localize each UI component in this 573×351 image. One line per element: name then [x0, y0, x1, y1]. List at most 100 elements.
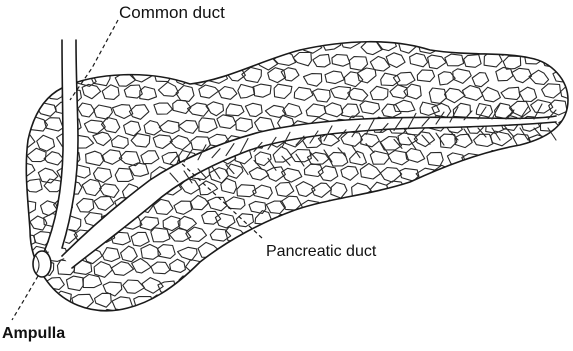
- lobule: [144, 121, 162, 135]
- lobule: [154, 69, 172, 82]
- lobule: [313, 89, 331, 102]
- lobule: [464, 55, 482, 68]
- lobule: [37, 296, 57, 309]
- lobule: [445, 54, 464, 66]
- lobule: [448, 180, 469, 195]
- lobule: [463, 86, 483, 101]
- lobule: [170, 259, 186, 272]
- duct-branch: [380, 142, 388, 154]
- lobule: [408, 182, 426, 197]
- lobule: [179, 276, 195, 288]
- pancreatic-duct-label: Pancreatic duct: [266, 243, 376, 261]
- lobule: [505, 280, 522, 294]
- lobule: [380, 168, 401, 183]
- duct-branch: [282, 156, 290, 165]
- lobule: [492, 296, 509, 310]
- lobule: [77, 198, 94, 212]
- lobule-texture: [14, 35, 573, 327]
- lobule: [432, 196, 452, 210]
- lobule: [120, 55, 138, 68]
- lobule: [341, 166, 358, 180]
- lobule: [369, 312, 388, 327]
- lobule: [492, 42, 509, 55]
- lobule: [501, 87, 520, 99]
- lobule: [448, 214, 467, 228]
- lobule: [542, 53, 561, 67]
- lobule: [378, 232, 398, 246]
- lobule: [254, 309, 272, 323]
- lobule: [325, 71, 344, 84]
- lobule: [242, 294, 261, 307]
- lobule: [286, 37, 303, 50]
- lobule: [475, 167, 495, 183]
- lobule: [120, 309, 139, 323]
- lobule: [94, 262, 112, 278]
- lobule: [400, 263, 419, 276]
- lobule: [352, 311, 373, 324]
- lobule: [472, 73, 489, 87]
- lobule: [245, 103, 262, 116]
- lobule: [461, 279, 480, 293]
- lobule: [23, 53, 42, 67]
- lobule: [340, 227, 361, 241]
- lobule: [453, 229, 472, 242]
- lobule: [512, 41, 530, 53]
- lobule: [514, 296, 532, 311]
- lobule: [433, 291, 453, 306]
- lobule: [306, 104, 326, 117]
- lobule: [95, 293, 112, 307]
- lobule: [559, 148, 573, 163]
- lobule: [320, 292, 338, 305]
- lobule: [27, 87, 45, 101]
- lobule: [37, 135, 55, 151]
- lobule: [410, 309, 426, 324]
- lobule: [344, 72, 362, 87]
- lobule: [442, 311, 463, 323]
- lobule: [215, 248, 232, 262]
- lobule: [153, 135, 172, 149]
- lobule: [281, 196, 302, 210]
- lobule: [191, 137, 211, 151]
- lobule: [244, 40, 264, 55]
- lobule: [540, 152, 560, 166]
- lobule: [482, 216, 501, 231]
- lobule: [404, 84, 421, 99]
- lobule: [188, 37, 204, 49]
- lobule: [358, 197, 380, 212]
- lobule: [429, 88, 446, 103]
- lobule: [499, 215, 518, 230]
- lobule: [557, 56, 573, 71]
- lobule: [268, 295, 288, 310]
- lobule: [503, 185, 521, 198]
- lobule: [342, 104, 360, 118]
- lobule: [512, 68, 532, 82]
- lobule: [16, 234, 36, 246]
- lobule: [408, 247, 426, 260]
- lobule: [176, 86, 194, 102]
- lobule: [199, 118, 217, 133]
- lobule: [465, 249, 486, 262]
- lobule: [329, 217, 349, 230]
- lobule: [432, 230, 453, 244]
- lobule: [294, 87, 313, 100]
- lobule: [188, 103, 210, 116]
- lobule: [291, 150, 312, 162]
- lobule: [198, 53, 215, 65]
- lobule: [325, 200, 345, 213]
- lobule: [249, 201, 266, 213]
- lobule: [191, 195, 209, 209]
- lobule: [219, 87, 237, 100]
- lobule: [350, 151, 367, 165]
- lobule: [324, 103, 343, 117]
- lobule: [393, 72, 415, 85]
- lobule: [236, 118, 253, 132]
- ampulla-papilla: [33, 251, 51, 277]
- lobule: [151, 228, 170, 242]
- lobule: [142, 56, 160, 68]
- lobule: [214, 55, 233, 68]
- lobule: [238, 84, 255, 98]
- lobule: [121, 246, 138, 262]
- lobule: [455, 198, 472, 211]
- lobule: [452, 166, 470, 181]
